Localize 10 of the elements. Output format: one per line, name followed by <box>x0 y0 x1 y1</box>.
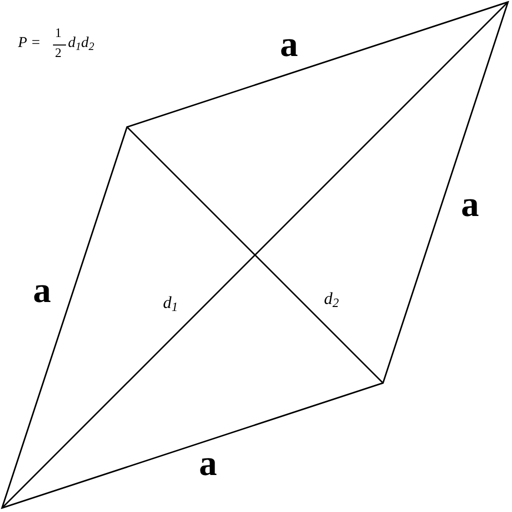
side-label: a <box>280 26 298 62</box>
formula-text: P = <box>18 36 41 51</box>
side-label: a <box>33 272 51 308</box>
formula-text: d$_{1}$d$_{2}$ <box>68 36 94 51</box>
side-label: a <box>199 445 217 481</box>
diagonal-label: d$_{2}$ <box>324 290 339 307</box>
diagonal-label: d$_{1}$ <box>163 294 178 311</box>
fraction-numerator: 1 <box>55 26 62 39</box>
fraction-denominator: 2 <box>55 46 62 59</box>
side-label: a <box>461 186 479 222</box>
